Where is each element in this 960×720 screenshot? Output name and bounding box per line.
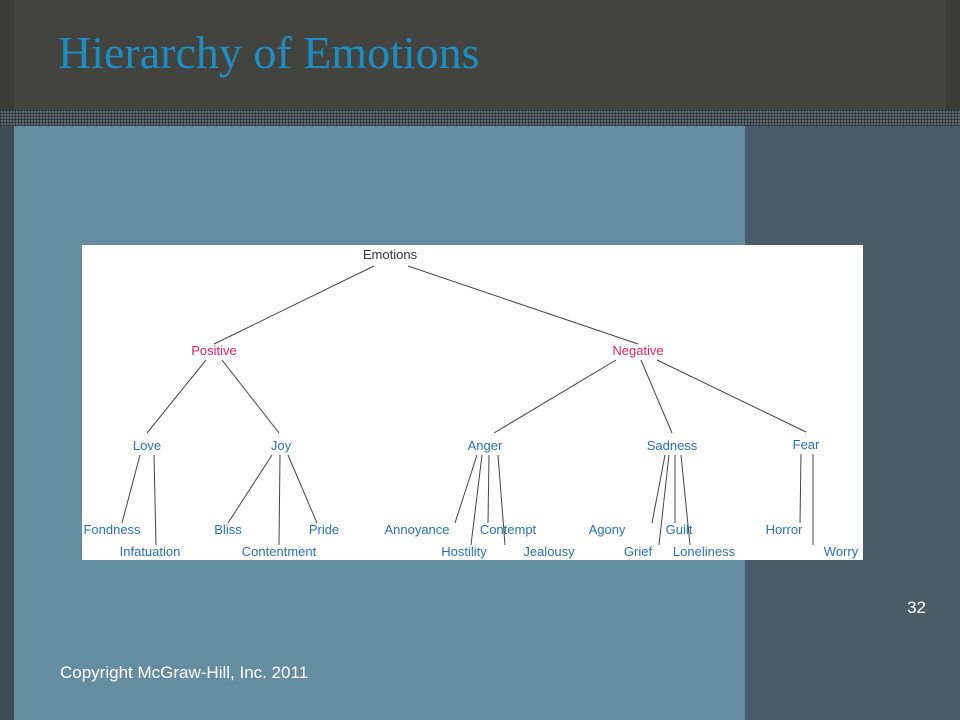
node-love: Love xyxy=(133,438,161,453)
node-contempt: Contempt xyxy=(480,522,537,537)
node-loneliness: Loneliness xyxy=(673,544,736,559)
node-agony: Agony xyxy=(589,522,626,537)
edge-positive-love xyxy=(146,359,207,434)
edge-joy-contentment xyxy=(278,454,281,546)
node-positive: Positive xyxy=(191,343,237,358)
title-bar-edge-left xyxy=(0,0,14,110)
node-horror: Horror xyxy=(766,522,804,537)
edge-anger-contempt xyxy=(487,454,490,524)
node-worry: Worry xyxy=(824,544,859,559)
node-grief: Grief xyxy=(624,544,653,559)
title-divider-stripe xyxy=(0,110,960,126)
slide-number: 32 xyxy=(907,598,926,617)
edge-joy-pride xyxy=(287,454,318,524)
node-infatuation: Infatuation xyxy=(120,544,181,559)
edge-negative-fear xyxy=(656,359,807,433)
node-annoyance: Annoyance xyxy=(384,522,449,537)
node-pride: Pride xyxy=(309,522,339,537)
edge-negative-sadness xyxy=(640,359,673,434)
edge-fear-horror xyxy=(799,453,802,524)
edge-love-fondness xyxy=(121,454,141,524)
left-edge-bar xyxy=(0,126,14,720)
edge-emotions-negative xyxy=(407,265,639,345)
title-bar: Hierarchy of Emotions xyxy=(0,0,960,110)
edge-sadness-grief xyxy=(658,454,670,546)
title-bar-edge-right xyxy=(946,0,960,110)
node-anger: Anger xyxy=(468,438,503,453)
edge-anger-hostility xyxy=(470,454,483,546)
edge-joy-bliss xyxy=(227,454,273,524)
node-contentment: Contentment xyxy=(242,544,317,559)
node-joy: Joy xyxy=(271,438,292,453)
copyright-text: Copyright McGraw-Hill, Inc. 2011 xyxy=(60,663,309,682)
node-negative: Negative xyxy=(612,343,663,358)
node-guilt: Guilt xyxy=(666,522,693,537)
edge-anger-annoyance xyxy=(454,454,478,524)
edge-love-infatuation xyxy=(153,454,157,546)
node-bliss: Bliss xyxy=(214,522,242,537)
node-fear: Fear xyxy=(793,437,820,452)
node-jealousy: Jealousy xyxy=(523,544,575,559)
node-hostility: Hostility xyxy=(441,544,487,559)
edge-sadness-agony xyxy=(651,454,666,524)
edge-positive-joy xyxy=(221,359,280,434)
edge-sadness-loneliness xyxy=(680,454,691,546)
edge-emotions-positive xyxy=(213,265,375,345)
edge-anger-jealousy xyxy=(497,454,506,546)
slide-title: Hierarchy of Emotions xyxy=(58,27,480,78)
edge-negative-anger xyxy=(493,359,617,434)
node-emotions: Emotions xyxy=(363,247,418,262)
node-sadness: Sadness xyxy=(647,438,698,453)
node-fondness: Fondness xyxy=(83,522,141,537)
